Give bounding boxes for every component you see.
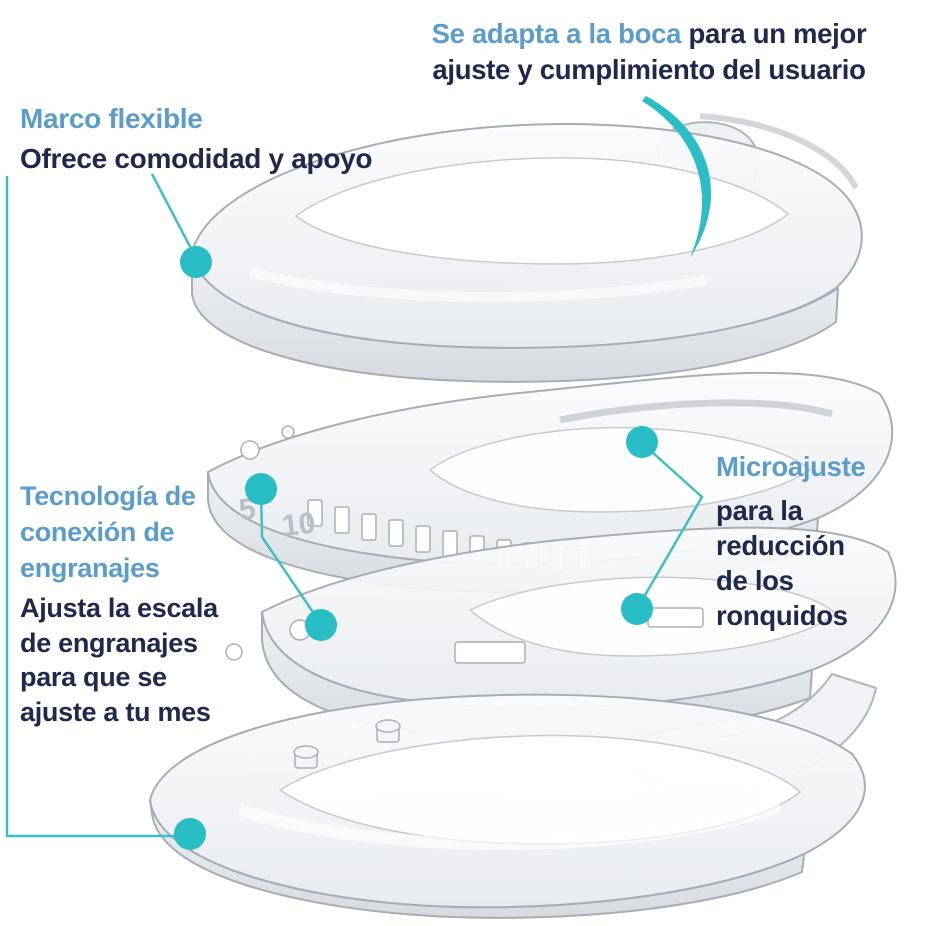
callout-tecnologia-heading-line: conexión de	[20, 517, 175, 547]
screw-pegs	[293, 719, 401, 769]
bottom-tray-layer	[149, 693, 866, 919]
callout-microajuste: Microajuste para la reducción de los ron…	[716, 450, 866, 633]
callout-microajuste-body-line: de los	[716, 565, 794, 596]
micro-dot-top	[626, 426, 658, 458]
tecnologia-dot-bottom	[305, 609, 337, 641]
callout-marco: Marco flexible Ofrece comodidad y apoyo	[20, 99, 373, 179]
micro-dot-bottom	[621, 593, 653, 625]
top-tray-layer	[191, 113, 863, 383]
callout-microajuste-body-line: reducción	[716, 530, 845, 561]
callout-microajuste-body: para la reducción de los ronquidos	[716, 493, 866, 633]
micro-connector-line	[635, 442, 704, 610]
callout-adapta-line2: ajuste y cumplimiento del usuario	[432, 54, 866, 85]
callout-tecnologia-body-line: para que se	[20, 662, 167, 692]
tecnologia-dot-top	[245, 473, 277, 505]
callout-adapta-line1: Se adapta a la boca para un mejor	[373, 16, 925, 52]
callout-adapta-line1-rest: para un mejor	[688, 18, 867, 49]
callout-adapta: Se adapta a la boca para un mejor ajuste…	[373, 16, 925, 88]
callout-tecnologia-body: Ajusta la escala de engranajes para que …	[20, 591, 218, 729]
product-photo: 5 10	[149, 113, 897, 919]
callout-microajuste-heading: Microajuste	[716, 451, 866, 482]
callout-tecnologia-body-line: Ajusta la escala	[20, 593, 218, 623]
callout-tecnologia-heading-line: Tecnología de	[20, 481, 196, 511]
gear-scale-number-10: 10	[280, 507, 317, 543]
callout-marco-heading: Marco flexible	[20, 103, 203, 134]
callout-tecnologia: Tecnología de conexión de engranajes Aju…	[20, 478, 218, 729]
annotation-overlay	[5, 96, 712, 850]
callout-tecnologia-body-line: de engranajes	[20, 627, 198, 658]
adapta-swoosh	[642, 96, 712, 258]
callout-marco-body: Ofrece comodidad y apoyo	[20, 143, 373, 174]
marco-connector-line	[150, 173, 198, 259]
marco-dot-top	[180, 246, 212, 278]
callout-microajuste-body-line: ronquidos	[716, 600, 848, 631]
marco-dot-bottom	[174, 818, 206, 850]
callout-microajuste-body-line: para la	[716, 495, 803, 526]
callout-tecnologia-heading-line: engranajes	[20, 553, 160, 583]
tecnologia-connector-line	[259, 488, 323, 625]
callout-tecnologia-body-line: ajuste a tu mes	[20, 696, 211, 727]
marco-elbow-line	[5, 176, 190, 838]
callout-adapta-highlight: Se adapta a la boca	[431, 18, 682, 49]
callout-tecnologia-heading: Tecnología de conexión de engranajes	[20, 478, 218, 586]
